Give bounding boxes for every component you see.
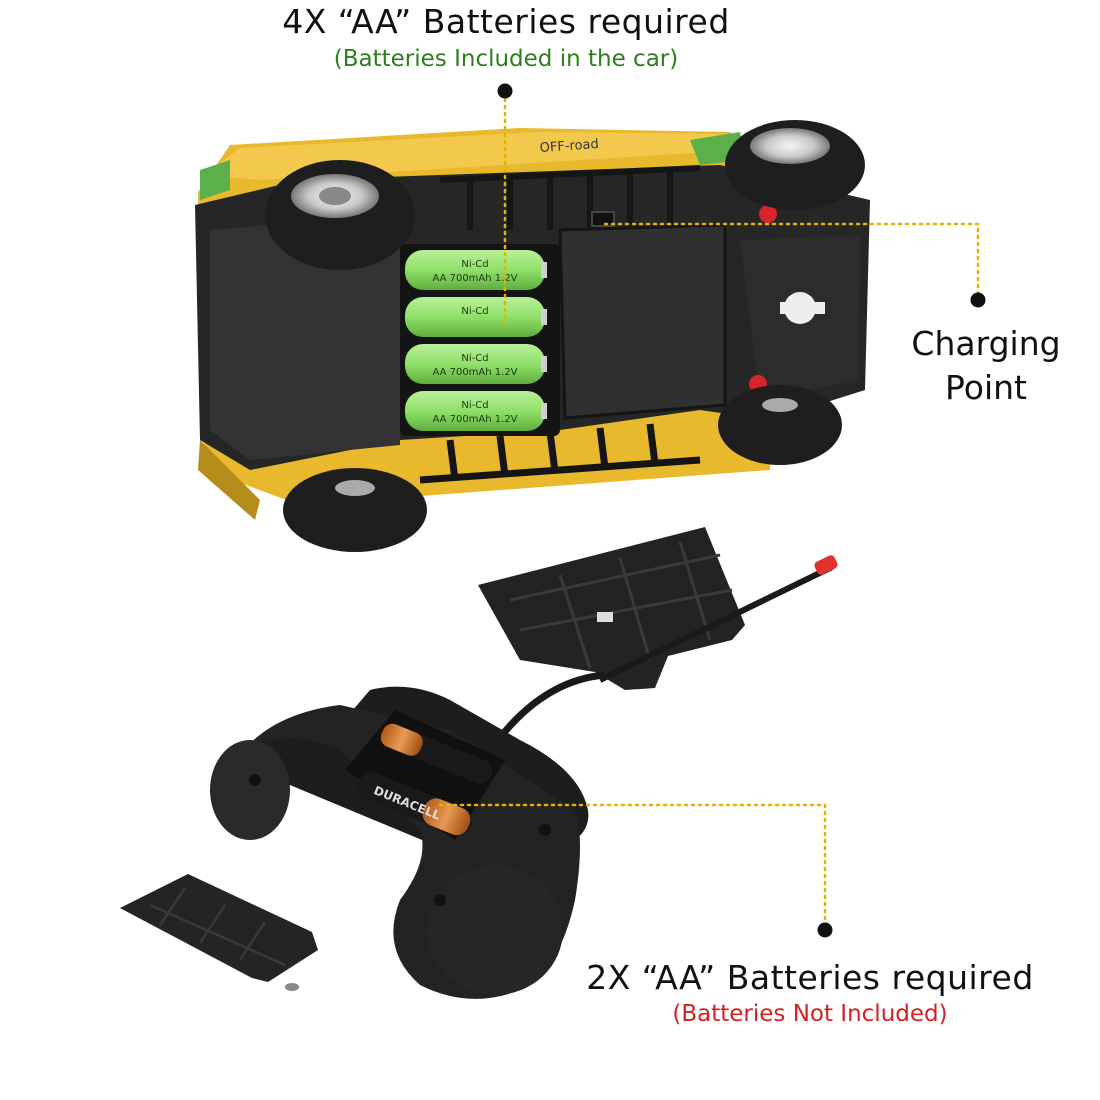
charging-point-line-1: Charging: [911, 324, 1061, 363]
car-wheel: [725, 120, 865, 210]
car-wheel: [265, 160, 415, 270]
car-battery-spec: AA 700mAh 1.2V: [432, 414, 517, 425]
car-battery: Ni-Cd AA 700mAh 1.2V: [405, 391, 547, 431]
charging-point-line-2: Point: [945, 368, 1027, 407]
remote-battery: [380, 723, 493, 784]
charging-port: [591, 211, 615, 227]
antenna: [598, 564, 834, 683]
car-battery-compartment: [400, 244, 560, 436]
remote-battery-requirement: 2X “AA” Batteries required: [586, 958, 1034, 997]
car-battery-type: Ni-Cd: [461, 353, 488, 364]
remote-battery-cover: [120, 874, 318, 991]
car-wheel: [283, 468, 427, 552]
car-battery-spec: AA 700mAh 1.2V: [432, 367, 517, 378]
remote-controller: DURACELL: [210, 555, 838, 999]
screw-icon: [285, 983, 299, 991]
car-battery: Ni-Cd AA 700mAh 1.2V: [405, 344, 547, 384]
remote-battery-note: (Batteries Not Included): [672, 1001, 948, 1027]
car-battery-note: (Batteries Included in the car): [333, 46, 679, 72]
car-battery-requirement: 4X “AA” Batteries required: [282, 2, 730, 41]
car-battery-cover: [478, 527, 745, 690]
car-battery-type: Ni-Cd: [461, 306, 488, 317]
car-battery: Ni-Cd: [405, 297, 547, 337]
car-battery-type: Ni-Cd: [461, 259, 488, 270]
car-battery-type: Ni-Cd: [461, 400, 488, 411]
car-battery-spec: AA 700mAh 1.2V: [432, 273, 517, 284]
car-battery: Ni-Cd AA 700mAh 1.2V: [405, 250, 547, 290]
charging-point-label: Charging Point: [896, 322, 1076, 410]
car-wheel: [718, 385, 842, 465]
car-body-text: OFF-road: [539, 137, 599, 156]
leader-lines: [438, 83, 986, 938]
